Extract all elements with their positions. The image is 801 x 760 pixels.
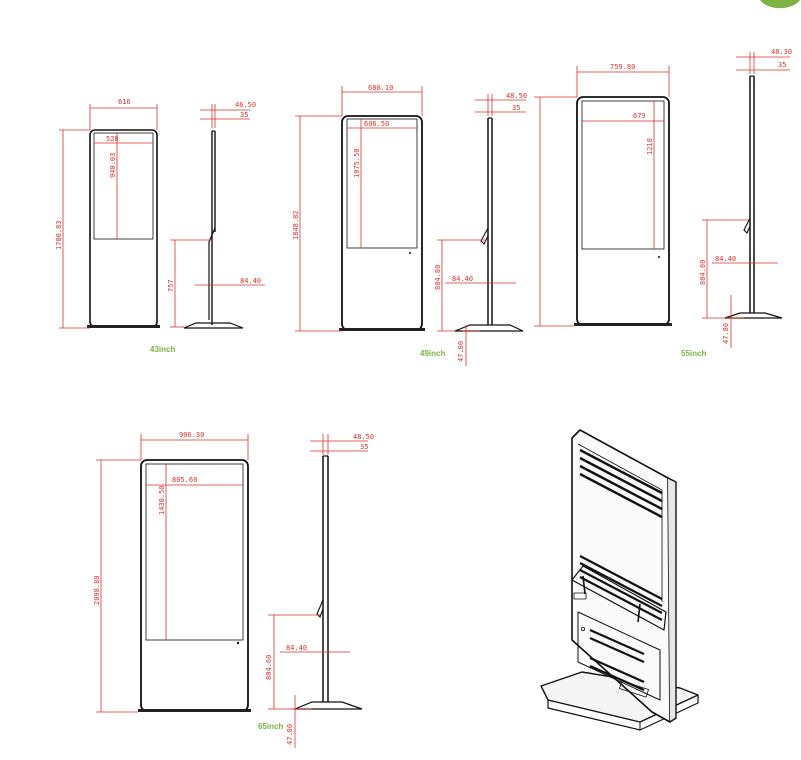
front-view-49inch: 680.10 606.50 1075.50 1848.82 [292,84,425,332]
dim-65-height: 2098.80 [93,575,101,605]
model-55inch: 759.80 679 1218 48.30 35 804.80 84.40 [534,48,792,358]
dim-55-width: 759.80 [610,63,635,71]
model-43inch: 616 528 940.03 1700.83 46.50 35 [55,98,265,354]
size-label-43inch: 43inch [150,345,175,354]
dim-65-width: 906.30 [179,431,204,439]
dim-49-depth-top: 48.50 [506,92,527,100]
dim-65-screen-width: 805.60 [172,476,197,484]
dim-43-depth-top: 46.50 [235,101,256,109]
dim-43-width: 616 [118,98,131,106]
dim-43-stand-height: 757 [167,279,175,292]
perspective-view [540,429,699,731]
dim-49-screen-width: 606.50 [364,120,389,128]
model-49inch: 680.10 606.50 1075.50 1848.82 48.50 35 8… [292,84,527,366]
dim-65-depth-top: 48.50 [353,433,374,441]
dim-49-width: 680.10 [368,84,393,92]
dim-49-stand-height: 804.80 [434,265,442,290]
front-view-65inch: 906.30 805.60 1430.50 2098.80 [93,431,251,713]
dim-43-height: 1700.83 [55,220,63,250]
dim-55-depth-top: 48.30 [771,48,792,56]
size-label-65inch: 65inch [258,722,283,731]
dim-49-base-height: 47.80 [457,341,465,362]
dim-65-base-height: 47.80 [286,724,294,745]
front-view-43inch: 616 528 940.03 1700.83 [55,98,160,329]
side-view-43inch: 46.50 35 757 84.40 [167,101,265,329]
dim-55-base-height: 47.80 [722,323,730,344]
dim-49-height: 1848.82 [292,210,300,240]
side-view-65inch: 48.50 35 804.60 84.40 47.80 [265,433,374,748]
dim-43-screen-width: 528 [106,135,119,143]
dim-49-screen-height: 1075.50 [353,148,361,178]
dim-49-bracket: 84.40 [452,275,473,283]
dim-43-screen-height: 940.03 [109,153,117,178]
dim-55-bracket: 84.40 [715,255,736,263]
corner-disc [760,0,800,9]
model-65inch: 906.30 805.60 1430.50 2098.80 48.50 35 8… [93,431,374,748]
dim-55-stand-height: 804.80 [699,260,707,285]
dim-43-bracket: 84.40 [240,277,261,285]
dim-43-depth-inner: 35 [240,111,248,119]
dim-55-screen-height: 1218 [646,138,654,155]
dim-65-depth-inner: 35 [360,443,368,451]
side-view-55inch: 48.30 35 804.80 84.40 47.80 [699,48,792,348]
size-label-49inch: 49inch [420,349,445,358]
side-view-49inch: 48.50 35 804.80 84.40 47.80 [434,92,527,366]
dim-65-stand-height: 804.60 [265,655,273,680]
dim-65-screen-height: 1430.50 [158,485,166,515]
front-view-55inch: 759.80 679 1218 [534,63,672,327]
dim-49-depth-inner: 35 [512,104,520,112]
dim-65-bracket: 84.40 [286,644,307,652]
dim-55-screen-width: 679 [633,112,646,120]
dim-55-depth-inner: 35 [778,61,786,69]
size-label-55inch: 55inch [681,349,706,358]
